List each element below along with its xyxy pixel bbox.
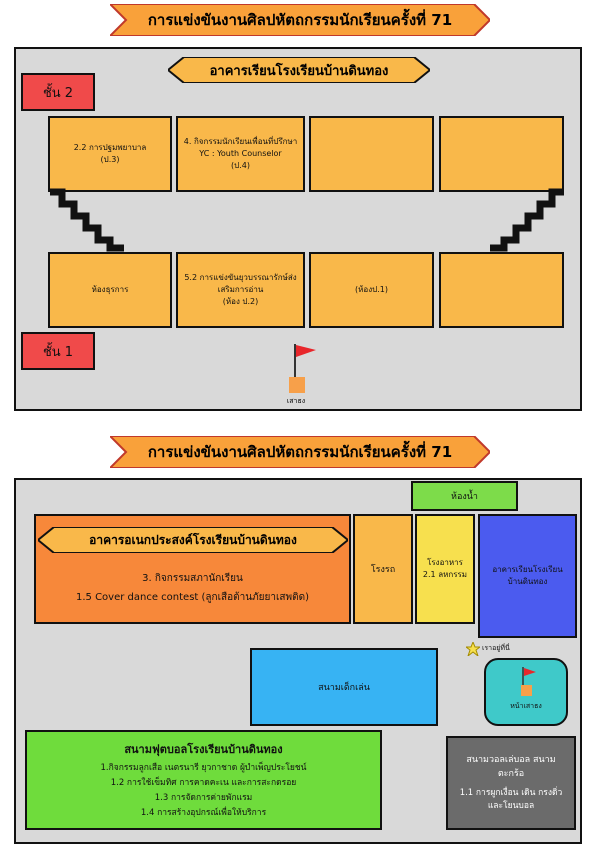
- room-lower-3[interactable]: (ห้องป.1): [309, 252, 434, 328]
- flagpole-label: เสาธง: [286, 397, 306, 405]
- room-line: (ห้อง ป.2): [222, 297, 259, 306]
- room-lower-2[interactable]: 5.2 การแข่งขันยุวบรรณารักษ์ส่ง เสริมการอ…: [176, 252, 305, 328]
- garage-building[interactable]: โรงรถ: [353, 514, 413, 624]
- canteen-sublabel: 2.1 ลหกรรม: [422, 570, 468, 579]
- star-icon: [466, 642, 480, 656]
- you-are-here-label: เราอยู่ที่นี่: [482, 644, 510, 652]
- flag-area-base: [521, 685, 532, 696]
- top-banner-title: การแข่งขันงานศิลปหัตถกรรมนักเรียนครั้งที…: [147, 11, 453, 29]
- top-building-title-text: อาคารเรียนโรงเรียนบ้านดินทอง: [209, 63, 389, 79]
- banner-arrow-shape: [110, 4, 490, 36]
- room-upper-4[interactable]: [439, 116, 564, 192]
- top-banner: การแข่งขันงานศิลปหัตถกรรมนักเรียนครั้งที…: [110, 4, 490, 36]
- floor1-tag: ชั้น 1: [21, 332, 95, 370]
- football-title: สนามฟุตบอลโรงเรียนบ้านดินทอง: [124, 743, 283, 756]
- multipurpose-line2: 1.5 Cover dance contest (ลูกเสือต้านภัยย…: [75, 592, 309, 603]
- room-lower-1[interactable]: ห้องธุรการ: [48, 252, 172, 328]
- room-upper-3[interactable]: [309, 116, 434, 192]
- playground-label: สนามเด็กเล่น: [318, 683, 370, 693]
- multipurpose-title: อาคารอเนกประสงค์โรงเรียนบ้านดินทอง: [38, 527, 348, 553]
- room-line: ห้องธุรการ: [91, 285, 129, 294]
- room-upper-2[interactable]: 4. กิจกรรมนักเรียนเพื่อนที่ปรึกษา YC : Y…: [176, 116, 305, 192]
- bottom-banner-title: การแข่งขันงานศิลปหัตถกรรมนักเรียนครั้งที…: [147, 443, 453, 461]
- flag-icon: [294, 344, 316, 380]
- ribbon-shape: [38, 527, 348, 553]
- room-upper-1[interactable]: 2.2 การปฐมพยาบาล (ป.3): [48, 116, 172, 192]
- blue-building-label: อาคารเรียนโรงเรียนบ้านดินทอง: [492, 565, 563, 586]
- room-lower-4[interactable]: [439, 252, 564, 328]
- multipurpose-line1: 3. กิจกรรมสภานักเรียน: [142, 573, 243, 584]
- sports-court[interactable]: สนามวอลเล่บอล สนามตะกร้อ 1.1 การผูกเงื่อ…: [446, 736, 576, 830]
- floor2-tag: ชั้น 2: [21, 73, 95, 111]
- football-field[interactable]: สนามฟุตบอลโรงเรียนบ้านดินทอง 1.กิจกรรมลู…: [25, 730, 382, 830]
- flag-area-label: หน้าเสาธง: [510, 702, 542, 710]
- football-item: 1.3 การจัดการค่ายพักแรม: [154, 793, 253, 803]
- court-title: สนามวอลเล่บอล สนามตะกร้อ: [466, 755, 556, 779]
- flagpole-base: [289, 377, 305, 393]
- staircase-right-icon: [490, 188, 564, 252]
- football-item: 1.2 การใช้เข็มทิศ การคาดคะเน และการสะกดร…: [110, 778, 297, 788]
- school-building-blue[interactable]: อาคารเรียนโรงเรียนบ้านดินทอง: [478, 514, 577, 638]
- room-line: YC : Youth Counselor: [199, 149, 282, 158]
- football-item: 1.4 การสร้างอุปกรณ์เพื่อให้บริการ: [140, 808, 267, 818]
- canteen-label: โรงอาหาร: [427, 558, 463, 567]
- room-line: (ป.4): [231, 161, 250, 170]
- staircase-left-icon: [50, 188, 124, 252]
- banner-arrow-shape: [110, 436, 490, 468]
- bottom-banner: การแข่งขันงานศิลปหัตถกรรมนักเรียนครั้งที…: [110, 436, 490, 468]
- room-line: (ห้องป.1): [355, 285, 388, 294]
- multipurpose-title-text: อาคารอเนกประสงค์โรงเรียนบ้านดินทอง: [89, 532, 297, 547]
- garage-label: โรงรถ: [370, 565, 396, 575]
- room-line: 4. กิจกรรมนักเรียนเพื่อนที่ปรึกษา: [183, 137, 298, 146]
- toilet-label: ห้องน้ำ: [451, 492, 478, 502]
- room-line: เสริมการอ่าน: [217, 285, 264, 294]
- top-building-title: อาคารเรียนโรงเรียนบ้านดินทอง: [168, 57, 430, 83]
- ribbon-shape: [168, 57, 430, 83]
- football-item: 1.กิจกรรมลูกเสือ เนตรนารี ยุวกาชาด ผู้บำ…: [100, 763, 307, 773]
- room-line: 5.2 การแข่งขันยุวบรรณารักษ์ส่ง: [184, 273, 297, 282]
- playground[interactable]: สนามเด็กเล่น: [250, 648, 438, 726]
- room-line: (ป.3): [100, 155, 120, 164]
- canteen-building[interactable]: โรงอาหาร 2.1 ลหกรรม: [415, 514, 475, 624]
- room-line: 2.2 การปฐมพยาบาล: [73, 143, 147, 152]
- court-text: 1.1 การผูกเงื่อน เดิน กรงดิ่ว และโยนบอล: [459, 788, 563, 811]
- toilet-building[interactable]: ห้องน้ำ: [411, 481, 518, 511]
